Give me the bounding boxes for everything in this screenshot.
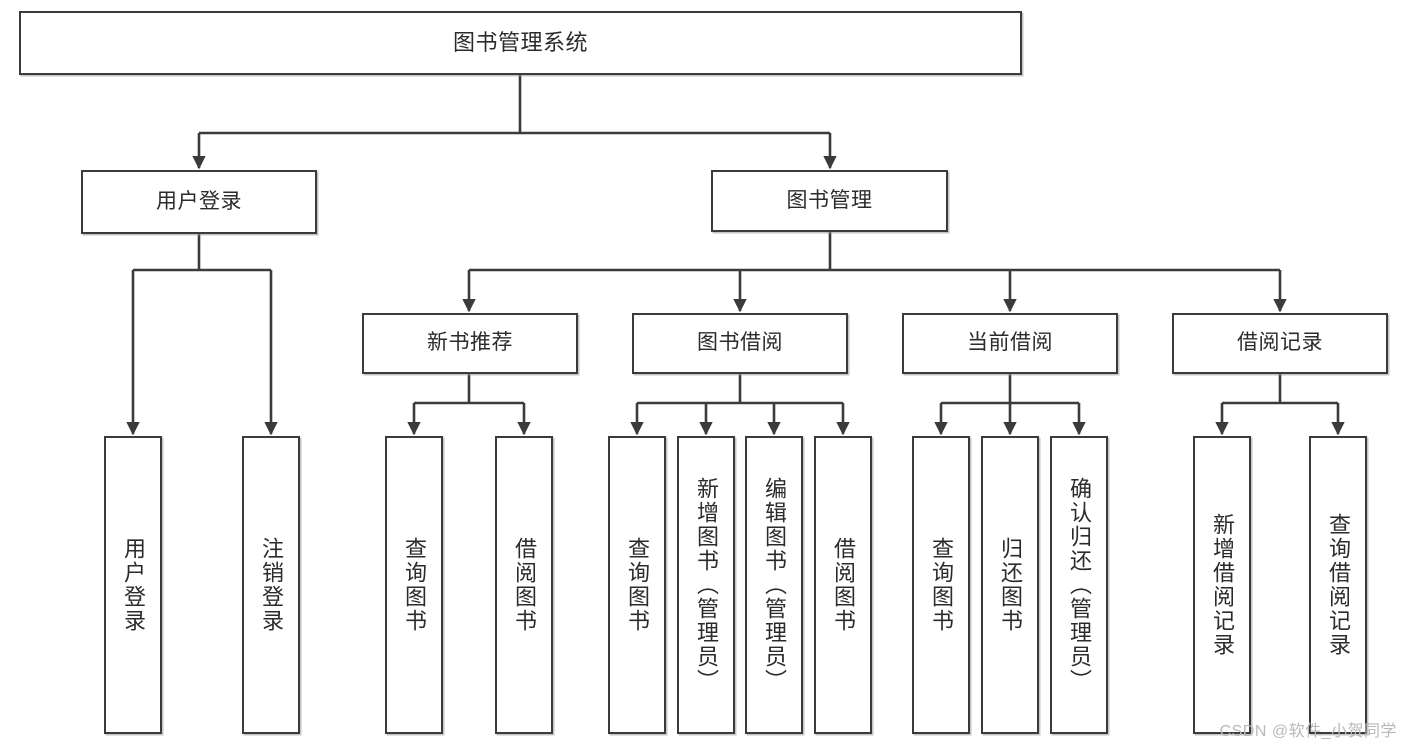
leaf-borrow-book-bb[interactable]: 借阅图书 (814, 436, 872, 734)
node-label: 图书借阅 (697, 331, 783, 355)
leaf-edit-book-admin[interactable]: 编辑图书（管理员） (745, 436, 803, 734)
leaf-add-borrow-record[interactable]: 新增借阅记录 (1193, 436, 1251, 734)
node-label: 图书管理系统 (452, 30, 588, 56)
leaf-return-book[interactable]: 归还图书 (981, 436, 1039, 734)
node-label: 借阅记录 (1237, 331, 1323, 355)
node-label: 新增借阅记录 (1210, 513, 1235, 657)
node-current-borrowing[interactable]: 当前借阅 (902, 313, 1118, 374)
node-label: 编辑图书（管理员） (762, 477, 787, 693)
node-label: 注销登录 (259, 537, 284, 633)
leaf-add-book-admin[interactable]: 新增图书（管理员） (677, 436, 735, 734)
node-label: 图书管理 (786, 188, 873, 212)
node-label: 新增图书（管理员） (694, 477, 719, 693)
node-borrowing-record[interactable]: 借阅记录 (1172, 313, 1388, 374)
leaf-query-book-bb[interactable]: 查询图书 (608, 436, 666, 734)
leaf-query-book-cb[interactable]: 查询图书 (912, 436, 970, 734)
node-label: 新书推荐 (427, 331, 513, 355)
node-label: 查询借阅记录 (1326, 513, 1351, 657)
leaf-query-book-nbr[interactable]: 查询图书 (385, 436, 443, 734)
node-label: 当前借阅 (967, 331, 1053, 355)
leaf-user-login[interactable]: 用户登录 (104, 436, 162, 734)
node-label: 用户登录 (156, 189, 242, 213)
node-user-login[interactable]: 用户登录 (81, 170, 317, 234)
node-label: 查询图书 (625, 537, 650, 633)
node-root-book-management-system[interactable]: 图书管理系统 (19, 11, 1022, 75)
node-label: 查询图书 (929, 537, 954, 633)
node-label: 归还图书 (998, 537, 1023, 633)
node-label: 查询图书 (402, 537, 427, 633)
node-new-book-recommendation[interactable]: 新书推荐 (362, 313, 578, 374)
node-book-borrowing[interactable]: 图书借阅 (632, 313, 848, 374)
node-label: 用户登录 (121, 537, 146, 633)
leaf-borrow-book-nbr[interactable]: 借阅图书 (495, 436, 553, 734)
node-label: 确认归还（管理员） (1067, 477, 1092, 693)
node-label: 借阅图书 (512, 537, 537, 633)
leaf-logout[interactable]: 注销登录 (242, 436, 300, 734)
watermark: CSDN @软件_小贺同学 (1219, 723, 1397, 740)
leaf-confirm-return-admin[interactable]: 确认归还（管理员） (1050, 436, 1108, 734)
node-book-management[interactable]: 图书管理 (711, 170, 948, 232)
node-label: 借阅图书 (831, 537, 856, 633)
leaf-query-borrow-record[interactable]: 查询借阅记录 (1309, 436, 1367, 734)
